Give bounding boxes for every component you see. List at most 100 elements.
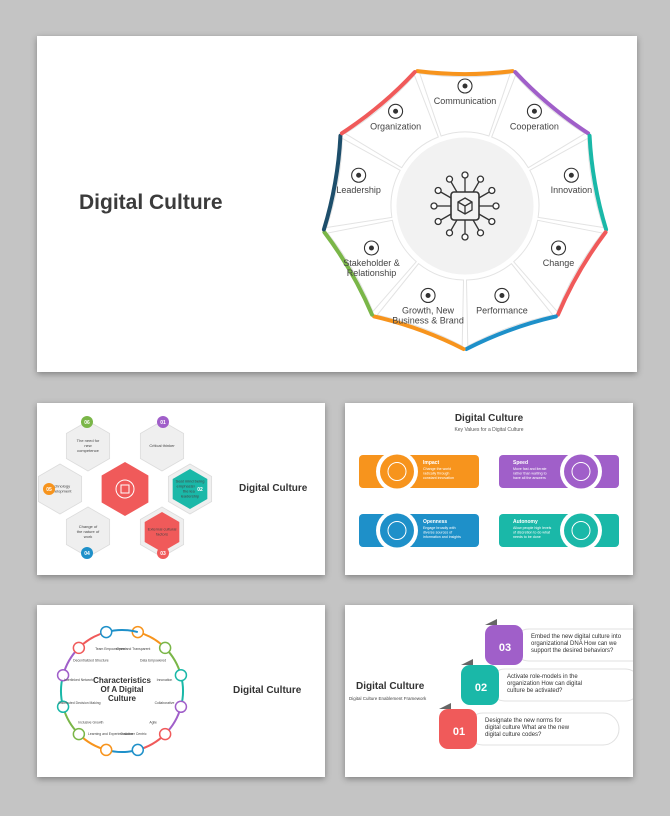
hex-text: factors (156, 532, 168, 537)
segment-label: Organization (370, 121, 421, 131)
number-label: 03 (160, 551, 166, 557)
icon-circle-inner (564, 513, 598, 548)
cube-shape (457, 197, 473, 215)
slide2-title: Digital Culture (239, 483, 308, 494)
number-label: 05 (46, 487, 52, 493)
autonomy-icon (571, 521, 591, 540)
segment-label: Communication (434, 96, 497, 106)
number-label: 07 (103, 748, 109, 754)
card-text: Move fast and iterate (513, 467, 547, 471)
segment-label: Cooperation (510, 121, 559, 131)
number-badge (157, 547, 169, 559)
hex-text: the lead (183, 489, 197, 494)
icon-ring (388, 103, 404, 119)
number-badge (158, 641, 172, 655)
number-label: 04 (84, 551, 90, 557)
hex-text: emphasized by (177, 484, 204, 489)
wheel-segment-8[interactable]: Leadership (321, 133, 401, 232)
number-badge (99, 625, 113, 639)
circuit-node (445, 175, 454, 183)
item-label: Customer Centric (120, 732, 147, 736)
item-label: Open and Transparent (116, 647, 150, 651)
circuit-node (488, 217, 496, 226)
hex-text: competence (77, 448, 100, 453)
wheel-segment-7[interactable]: Stakeholder &Relationship (322, 219, 418, 317)
tab-fold (461, 659, 473, 665)
step-text: Designate the new norms for (485, 718, 562, 724)
circuit-node (445, 229, 454, 237)
segment-accent (464, 314, 558, 351)
card-title: Impact (423, 460, 439, 466)
slide-thumbnail-framework[interactable]: Digital Culture Digital Culture Enableme… (345, 605, 633, 777)
center-title: Characteristics (93, 676, 151, 685)
wheel-segment-2[interactable]: Cooperation (491, 70, 591, 169)
slide-thumbnail-key-values[interactable]: Digital Culture Key Values for a Digital… (345, 403, 633, 575)
number-label: 11 (76, 646, 82, 652)
icon-dot (393, 108, 399, 114)
lightbulb-gear-icon (563, 167, 579, 183)
card-title: Openness (423, 519, 447, 525)
center-hexagon (101, 462, 149, 516)
wheel-segment-5[interactable]: Performance (464, 262, 558, 351)
circuit-node (461, 171, 469, 179)
wheel-segment-9[interactable]: Organization (339, 70, 439, 169)
number-label: 02 (197, 487, 203, 493)
step-number: 01 (453, 726, 465, 738)
wheel-segment-1[interactable]: Communication (415, 69, 515, 137)
segment-accent (339, 70, 417, 136)
number-badge (174, 668, 188, 682)
wheel-segment-3[interactable]: Innovation (529, 133, 609, 232)
wheel-segment-4[interactable]: Change (512, 219, 608, 317)
step-number: 02 (475, 682, 487, 694)
icon-ring (363, 240, 380, 256)
number-label: 08 (76, 732, 82, 738)
chat-icon (457, 78, 473, 94)
segment-accent (556, 230, 608, 317)
number-badge (81, 547, 93, 559)
icon-ring (526, 103, 542, 119)
card-text: information and insights (423, 535, 461, 539)
slide5-subtitle: Digital Culture Enablement Framework (349, 696, 427, 701)
icon-ring (457, 78, 473, 94)
number-badge (72, 727, 86, 741)
circuit-cube-icon (430, 171, 500, 241)
icon-circle-inner (564, 454, 598, 489)
culture-wheel: CommunicationCooperationInnovationChange… (321, 69, 609, 351)
main-title: Digital Culture (79, 191, 223, 214)
segment-shape (325, 137, 401, 229)
network-people-icon (363, 240, 380, 256)
icon-circle-inner (380, 513, 414, 548)
center-title: Of A Digital (101, 685, 144, 694)
segment-shape (326, 219, 418, 313)
hex-text: Change of (79, 524, 98, 529)
segment-accent (513, 70, 591, 136)
card-text: needs to be done (513, 535, 541, 539)
card-text: radically through (423, 472, 449, 476)
card-text: diverse sources of (423, 531, 452, 535)
number-badge (56, 700, 70, 714)
number-label: 05 (162, 732, 168, 738)
item-label: Team Empowerment (95, 647, 126, 651)
